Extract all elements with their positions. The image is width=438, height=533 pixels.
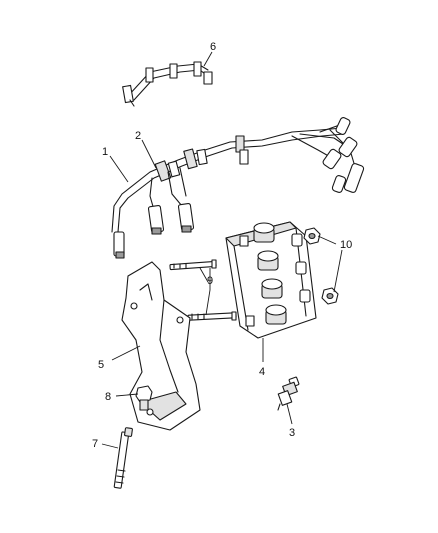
callout-6: 6: [210, 41, 216, 53]
leader-5: [111, 345, 141, 361]
leader-lines: [101, 51, 343, 449]
ignition-coil-pack: [225, 221, 317, 339]
ignition-wire-harness: [111, 117, 365, 259]
callout-7: 7: [92, 438, 98, 450]
leader-10a: [317, 235, 337, 245]
leader-9: [205, 268, 211, 316]
leader-10b: [333, 249, 343, 293]
leader-1: [109, 155, 129, 183]
callout-4: 4: [259, 366, 265, 378]
callout-1: 1: [102, 146, 108, 158]
callout-9: 9: [207, 275, 213, 287]
callout-2: 2: [135, 130, 141, 142]
leader-7: [101, 443, 119, 449]
long-stud: [113, 427, 133, 489]
spark-plug: [277, 376, 300, 411]
callout-10: 10: [340, 239, 352, 251]
leader-8: [115, 393, 139, 397]
leader-6: [203, 51, 213, 67]
bracket-bolt: [135, 385, 153, 411]
mounting-studs: [169, 259, 237, 321]
wire-retainer-bracket: [122, 61, 213, 107]
leader-2: [141, 139, 157, 169]
coil-mounting-bracket: [121, 261, 201, 431]
callout-5: 5: [98, 359, 104, 371]
callout-3: 3: [289, 427, 295, 439]
leader-3: [286, 403, 293, 425]
callout-8: 8: [105, 391, 111, 403]
leader-9b: [199, 267, 209, 283]
